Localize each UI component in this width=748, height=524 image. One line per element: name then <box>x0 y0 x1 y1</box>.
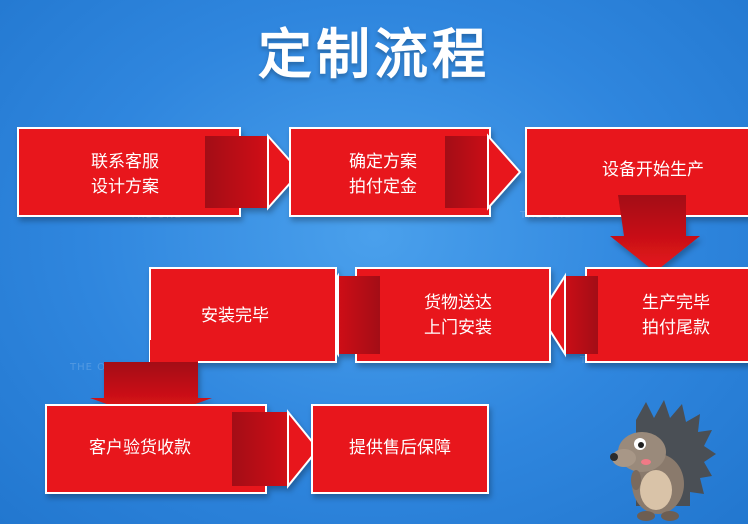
step-box-1 <box>17 127 302 217</box>
page-title: 定制流程 <box>258 23 490 86</box>
step-label-8: 提供售后保障 <box>349 438 451 458</box>
step-box-4 <box>538 267 748 363</box>
step-label-5: 货物送达上门安装 <box>424 293 492 338</box>
step-box-3 <box>525 127 748 272</box>
step-box-7 <box>45 404 320 494</box>
step-label-3: 设备开始生产 <box>602 160 704 180</box>
step-label-4: 生产完毕拍付尾款 <box>642 293 710 338</box>
step-box-8 <box>311 404 489 494</box>
step-box-6 <box>90 267 337 420</box>
step-label-2: 确定方案拍付定金 <box>349 152 417 197</box>
step-label-1: 联系客服设计方案 <box>91 152 159 197</box>
step-label-6: 安装完毕 <box>201 306 269 326</box>
step-label-7: 客户验货收款 <box>89 438 191 458</box>
hedgehog-mascot-icon <box>610 400 716 521</box>
step-box-2 <box>289 127 522 217</box>
watermark: THE ONE <box>70 362 122 373</box>
